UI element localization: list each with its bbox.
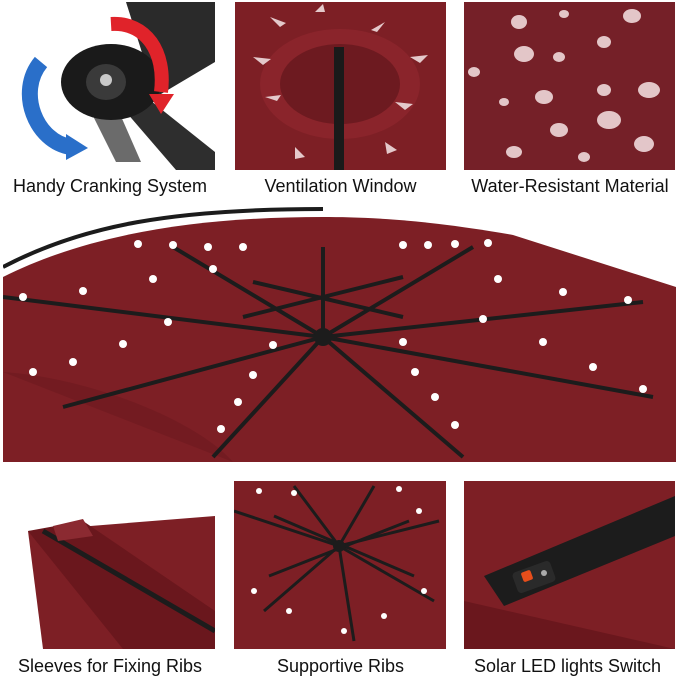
switch-photo — [464, 481, 675, 649]
caption-ventilation: Ventilation Window — [264, 176, 417, 196]
red-arrow-icon — [149, 94, 174, 114]
panel-ventilation — [235, 2, 446, 170]
caption-switch: Solar LED lights Switch — [473, 656, 662, 676]
ventilation-photo — [235, 2, 446, 170]
canopy-photo — [3, 207, 676, 462]
caption-cranking: Handy Cranking System — [12, 176, 208, 196]
caption-water: Water-Resistant Material — [471, 176, 669, 196]
switch-icon — [521, 570, 533, 582]
panel-ribs — [234, 481, 446, 649]
panel-sleeves — [3, 481, 215, 649]
panel-cranking: DOWN — [6, 2, 215, 170]
panel-switch — [464, 481, 675, 649]
cranking-photo: DOWN — [6, 2, 215, 170]
panel-water — [464, 2, 675, 170]
caption-sleeves: Sleeves for Fixing Ribs — [17, 656, 203, 676]
caption-ribs: Supportive Ribs — [276, 656, 405, 676]
sleeves-photo — [3, 481, 215, 649]
panel-canopy — [3, 207, 676, 462]
ribs-photo — [234, 481, 446, 649]
water-photo — [464, 2, 675, 170]
blue-arrow-icon — [66, 134, 88, 160]
